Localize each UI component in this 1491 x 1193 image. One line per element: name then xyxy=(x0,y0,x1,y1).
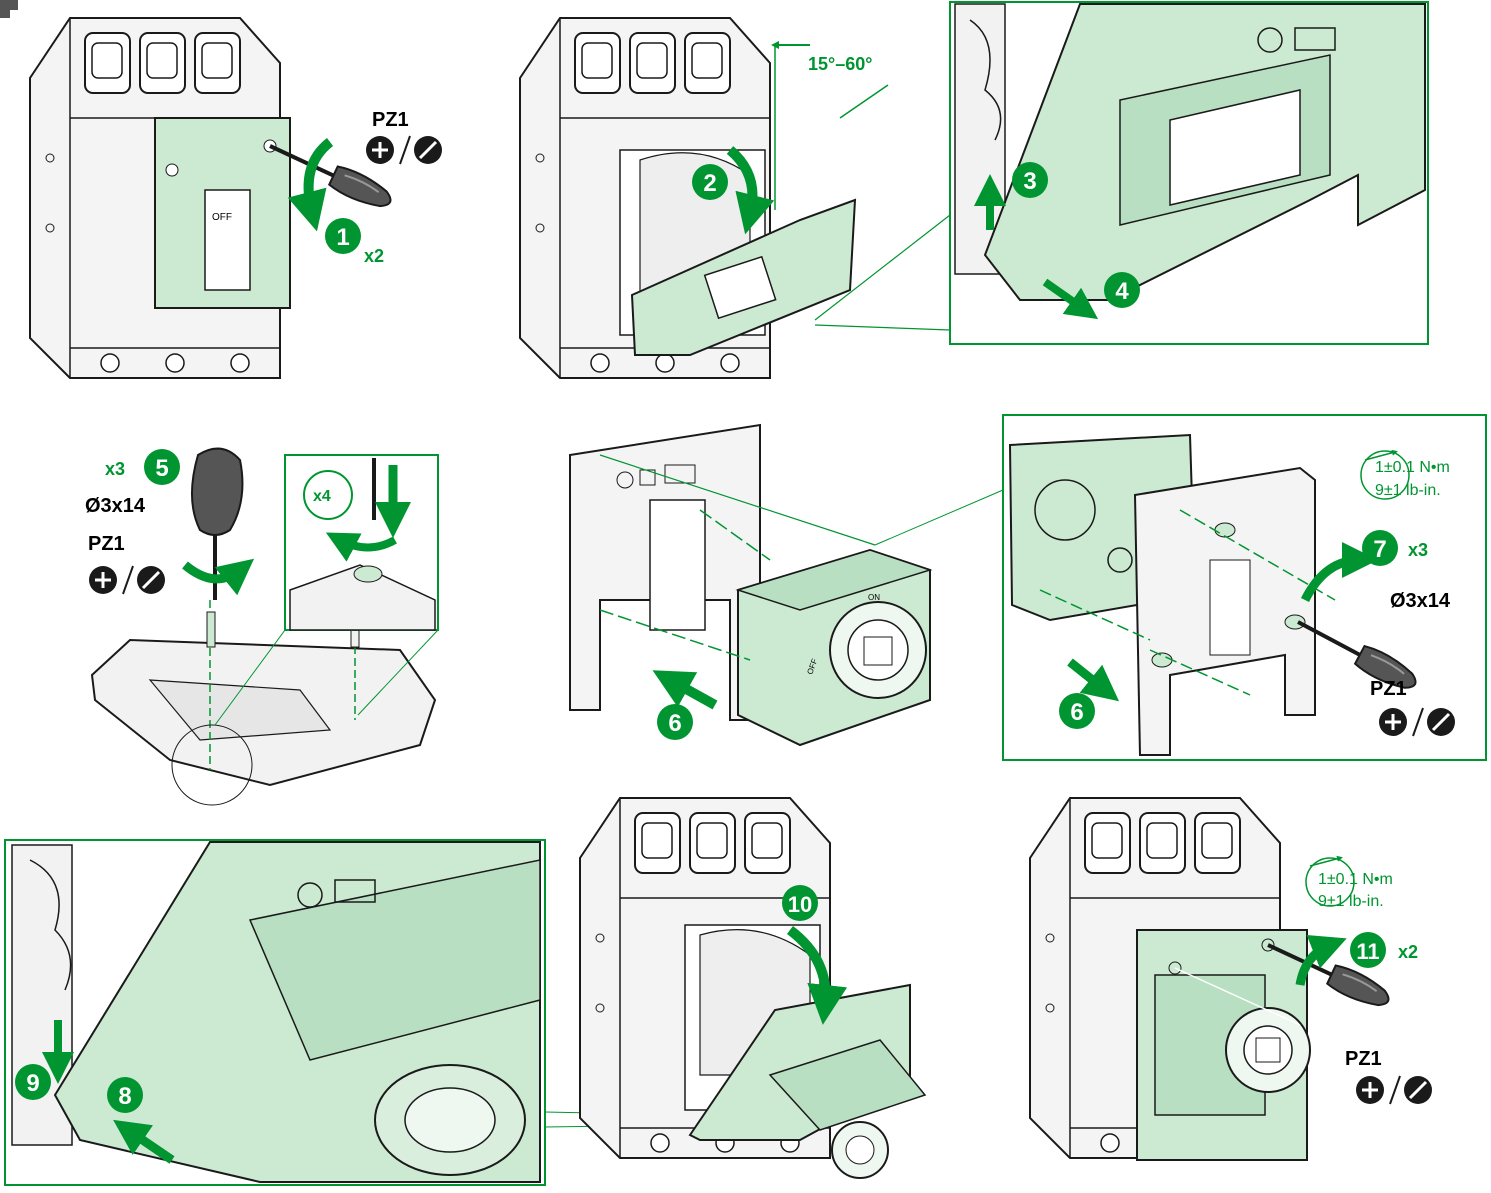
step-8-number: 8 xyxy=(118,1083,131,1110)
step-3-badge xyxy=(1012,162,1048,198)
torque-lbin-label: 9±1 lb-in. xyxy=(1318,893,1384,910)
pz1-label: PZ1 xyxy=(1345,1048,1382,1070)
corner-mark xyxy=(0,0,18,18)
push-arrow-icon xyxy=(113,1119,175,1164)
step-6b-badge xyxy=(1059,693,1095,729)
panel-step-6-7: 1±0.1 N•m 9±1 lb-in. 7 x3 Ø3x14 PZ1 6 xyxy=(1002,414,1487,761)
step-2-number: 2 xyxy=(703,170,716,197)
panel-step-10: 10 xyxy=(579,797,927,1179)
push-arrow-icon xyxy=(1067,658,1120,702)
pz1-label: PZ1 xyxy=(1370,678,1407,700)
step-10-number: 10 xyxy=(788,892,812,917)
step-9-badge xyxy=(15,1064,51,1100)
breaker-toggle xyxy=(204,189,251,291)
panel-step-5: x3 5 Ø3x14 PZ1 x4 xyxy=(85,447,439,806)
step-7-badge xyxy=(1362,530,1398,566)
pz1-label: PZ1 xyxy=(88,533,125,555)
rotate-arrow-icon xyxy=(726,146,775,235)
angle-label: 15°–60° xyxy=(808,54,872,74)
step-7-number: 7 xyxy=(1373,536,1386,563)
panel-step-8-9: 9 8 xyxy=(4,839,691,1186)
step-9-number: 9 xyxy=(26,1070,39,1097)
step-3-number: 3 xyxy=(1023,168,1036,195)
torque-lbin-label: 9±1 lb-in. xyxy=(1375,482,1441,499)
step-8-badge xyxy=(107,1077,143,1113)
torque-arrow-icon xyxy=(1295,934,1347,986)
step-5-badge xyxy=(144,449,180,485)
step-10-badge xyxy=(782,885,818,921)
step-1-number: 1 xyxy=(336,224,349,251)
push-arrow-icon xyxy=(652,670,718,710)
x3-label: x3 xyxy=(1408,540,1428,560)
panel-step-3-4: 3 4 xyxy=(949,1,1429,345)
step-2-badge xyxy=(692,164,728,200)
rotate-arrow-icon xyxy=(182,558,255,596)
step-11-badge xyxy=(1350,932,1386,968)
torque-nm-label: 1±0.1 N•m xyxy=(1375,459,1450,476)
off-label: OFF xyxy=(212,212,232,223)
x4-label: x4 xyxy=(313,488,331,505)
panel-step-1: OFF PZ1 1 x2 xyxy=(29,17,444,379)
x3-label: x3 xyxy=(105,459,125,479)
screw-size-label: Ø3x14 xyxy=(1390,590,1451,612)
torque-nm-label: 1±0.1 N•m xyxy=(1318,871,1393,888)
screw-size-label: Ø3x14 xyxy=(85,495,146,517)
step-6-badge xyxy=(657,704,693,740)
step-11-number: 11 xyxy=(1356,939,1379,964)
push-arrow-icon xyxy=(1042,278,1099,320)
panel-step-2: 15°–60° 2 xyxy=(519,17,951,379)
rotate-arrow-icon xyxy=(325,532,397,562)
step-5-number: 5 xyxy=(155,455,168,482)
panel-step-6: OFF ON 6 xyxy=(569,423,1004,747)
on-mark: ON xyxy=(868,593,880,602)
step-4-number: 4 xyxy=(1115,278,1129,305)
step-6-number: 6 xyxy=(668,710,681,737)
rotate-arrow-icon xyxy=(786,926,848,1025)
rotate-arrow-icon xyxy=(287,138,334,232)
step-1-badge xyxy=(325,218,361,254)
phillips-icon xyxy=(87,564,167,596)
phillips-icon xyxy=(1354,1074,1434,1106)
panel-step-11: 1±0.1 N•m 9±1 lb-in. 11 x2 PZ1 xyxy=(1029,797,1434,1161)
torque-arrow-icon xyxy=(1300,542,1378,603)
x2-label: x2 xyxy=(364,246,384,266)
x2-label: x2 xyxy=(1398,942,1418,962)
phillips-icon xyxy=(364,134,444,166)
step-4-badge xyxy=(1104,272,1140,308)
step-6b-number: 6 xyxy=(1070,699,1083,726)
pz1-label: PZ1 xyxy=(372,109,409,131)
